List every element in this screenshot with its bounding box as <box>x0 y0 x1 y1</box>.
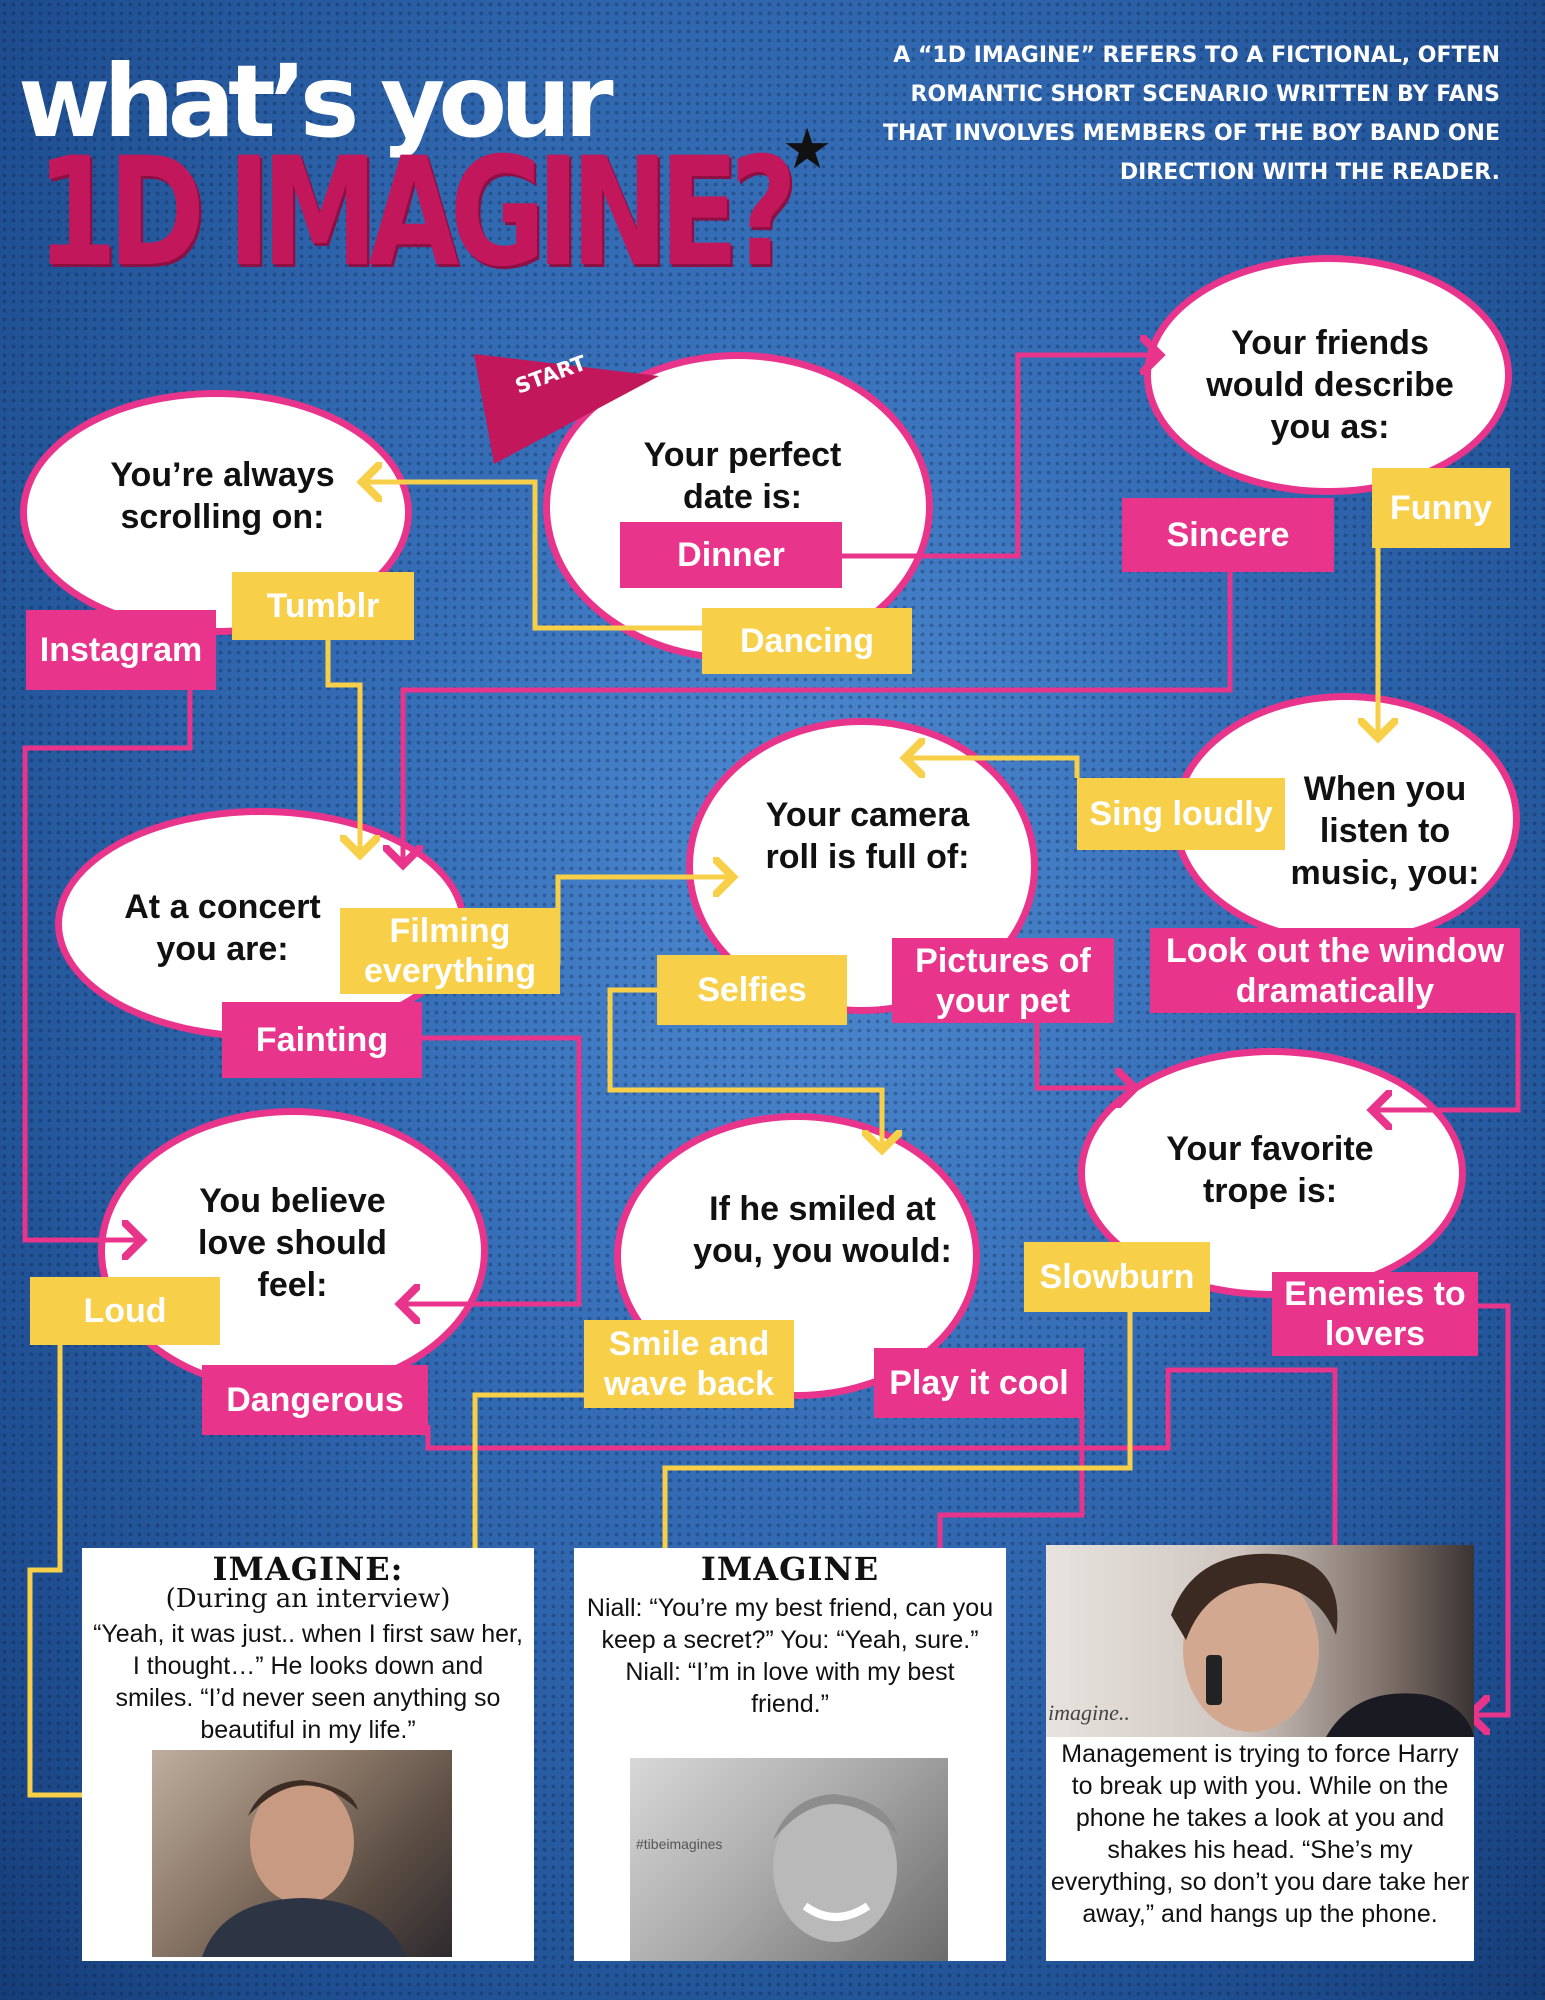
connector-pet-trope <box>1034 1023 1135 1088</box>
question-trope: Your favorite trope is: <box>1166 1130 1374 1210</box>
result-text: Management is trying to force Harry to b… <box>1050 1740 1470 1928</box>
answer-loud[interactable]: Loud <box>30 1277 220 1345</box>
connector-tumblr-concert <box>325 640 360 855</box>
photo-watermark: #tibeimagines <box>636 1836 723 1852</box>
question-music: When you listen to music, you: <box>1290 770 1480 892</box>
connector-playcool-result <box>940 1408 1085 1575</box>
result-card-niall: IMAGINE Niall: “You’re my best friend, c… <box>574 1548 1006 1961</box>
answer-fainting[interactable]: Fainting <box>222 1002 422 1078</box>
result-subtitle: (During an interview) <box>165 1584 451 1614</box>
connector-smile-result <box>475 1392 590 1578</box>
question-love: You believe love should feel: <box>198 1182 387 1304</box>
answer-dinner[interactable]: Dinner <box>620 522 842 588</box>
connector-filming-camera <box>555 877 733 965</box>
answer-pictures-of-pet[interactable]: Pictures of your pet <box>892 938 1114 1023</box>
answer-play-it-cool[interactable]: Play it cool <box>874 1348 1084 1418</box>
result-text: “Yeah, it was just.. when I first saw he… <box>93 1620 523 1744</box>
answer-dancing[interactable]: Dancing <box>702 608 912 674</box>
title-top: what’s your <box>18 43 614 160</box>
main-title: 1D IMAGINE? <box>36 126 797 300</box>
result-text: Niall: “You’re my best friend, can you k… <box>586 1594 994 1718</box>
answer-selfies[interactable]: Selfies <box>657 955 847 1025</box>
intro-text: A “1D IMAGINE” REFERS TO A FICTIONAL, OF… <box>883 43 1500 185</box>
star-icon: ★ <box>782 117 833 182</box>
answer-instagram[interactable]: Instagram <box>26 610 216 690</box>
question-friends: Your friends would describe you as: <box>1206 324 1454 446</box>
connector-dancing-scrolling <box>362 482 702 631</box>
result-card-harry: imagine.. Management is trying to force … <box>1046 1545 1474 1961</box>
question-scrolling: You’re always scrolling on: <box>110 456 335 536</box>
question-smiled: If he smiled at you, you would: <box>693 1190 952 1270</box>
result-title: IMAGINE: <box>212 1550 404 1588</box>
answer-enemies-to-lovers[interactable]: Enemies to lovers <box>1272 1272 1478 1356</box>
photo-watermark: imagine.. <box>1048 1700 1130 1725</box>
answer-tumblr[interactable]: Tumblr <box>232 572 414 640</box>
answer-smile-and-wave[interactable]: Smile and wave back <box>584 1320 794 1408</box>
answer-slowburn[interactable]: Slowburn <box>1024 1242 1210 1312</box>
photo-niall: #tibeimagines <box>630 1758 948 1961</box>
answer-sincere[interactable]: Sincere <box>1122 498 1334 572</box>
connector-dangerous-result <box>425 1367 1335 1575</box>
answer-dangerous[interactable]: Dangerous <box>202 1365 428 1435</box>
connector-dinner-friends <box>842 355 1160 559</box>
result-title: IMAGINE <box>700 1550 880 1588</box>
bubble-scrolling <box>20 390 412 635</box>
answer-funny[interactable]: Funny <box>1372 468 1510 548</box>
photo-louis <box>152 1750 452 1957</box>
connector-fainting-love <box>400 1035 582 1304</box>
question-camera-roll: Your camera roll is full of: <box>765 796 970 876</box>
answer-sing-loudly[interactable]: Sing loudly <box>1077 778 1285 850</box>
connector-sincere-concert <box>403 572 1233 865</box>
photo-harry: imagine.. <box>1046 1545 1474 1737</box>
connector-selfies-smiled <box>607 987 882 1150</box>
connector-window-trope <box>1372 1013 1521 1110</box>
connector-enemies-result <box>1470 1303 1511 1715</box>
result-card-interview: IMAGINE: (During an interview) “Yeah, it… <box>82 1548 534 1961</box>
bubble-friends <box>1144 255 1512 495</box>
question-perfect-date: Your perfect date is: <box>643 436 842 516</box>
connector-instagram-love <box>22 690 193 1240</box>
question-concert: At a concert you are: <box>124 888 321 968</box>
answer-filming[interactable]: Filming everything <box>340 908 560 994</box>
connector-slowburn-result <box>665 1308 1133 1575</box>
connector-sing-camera <box>905 758 1080 778</box>
connector-loud-result <box>27 1345 120 1795</box>
answer-look-out-window[interactable]: Look out the window dramatically <box>1150 928 1520 1013</box>
start-arrow-icon <box>474 354 659 464</box>
